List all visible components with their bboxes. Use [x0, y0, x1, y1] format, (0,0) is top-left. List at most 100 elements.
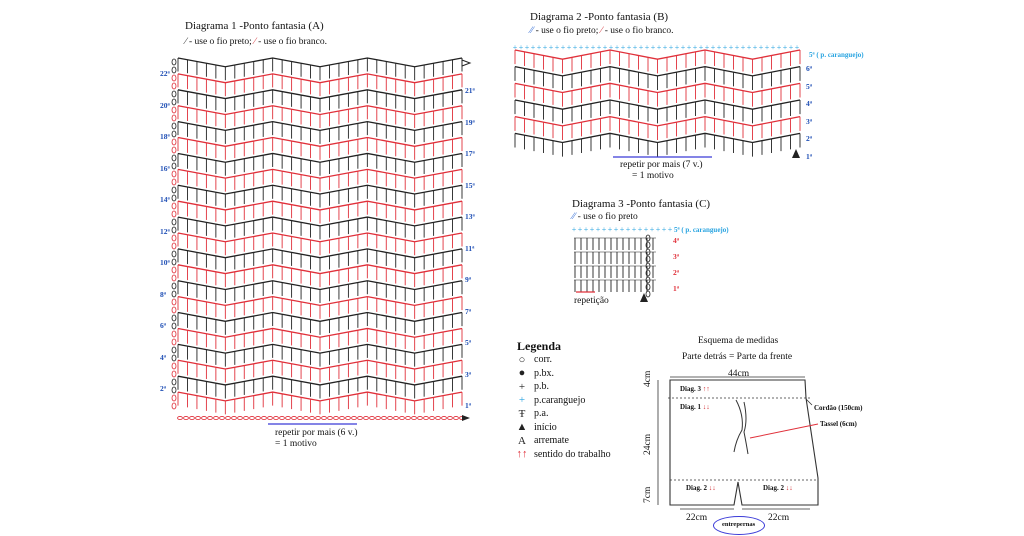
- schema-diag2-left: Diag. 2 ↓↓: [686, 484, 716, 492]
- legend-label: corr.: [534, 354, 553, 366]
- start-arrow-icon: [640, 293, 648, 302]
- chain-stitch: [171, 314, 177, 322]
- chain-stitch: [171, 130, 177, 138]
- legend-item: ▲início: [510, 421, 611, 435]
- legend-symbol-icon: +: [518, 394, 526, 407]
- chain-stitch: [405, 415, 411, 421]
- row-number: 19ª: [465, 117, 475, 127]
- row-number: 9ª: [465, 275, 471, 284]
- chain-stitch: [309, 415, 315, 421]
- row-number: 4ª: [806, 99, 812, 108]
- row-number: 7ª: [465, 306, 471, 316]
- legend-label: p.caranguejo: [534, 394, 586, 406]
- chain-stitch: [171, 162, 177, 170]
- row-number: 3ª: [806, 116, 812, 126]
- legend-symbol-icon: ↑↑: [516, 448, 528, 461]
- legend-label: p.bx.: [534, 367, 554, 379]
- diagram-a-title: Diagrama 1 -Ponto fantasia (A): [185, 20, 324, 32]
- tassel-leader: [749, 423, 819, 439]
- chain-stitch: [279, 415, 285, 421]
- chain-stitch: [393, 415, 399, 421]
- chain-stitch: [171, 330, 177, 338]
- chain-stitch: [171, 394, 177, 402]
- row-number: 10ª: [160, 258, 170, 267]
- chain-stitch: [363, 415, 369, 421]
- chain-stitch: [645, 276, 651, 284]
- chain-stitch: [189, 415, 195, 421]
- white-yarn-label: - use o fio branco.: [604, 26, 674, 36]
- crab-stitch: +: [608, 225, 613, 234]
- chain-stitch: [399, 415, 405, 421]
- row-number: 8ª: [160, 289, 166, 299]
- chain-stitch: [441, 415, 447, 421]
- crab-stitch: +: [651, 43, 656, 52]
- black-yarn-label: - use o fio preto: [577, 212, 638, 222]
- diagram-b-chart: ++++++++++++++++++++++++++++++++++++++++…: [513, 43, 801, 158]
- crab-stitch: +: [644, 225, 649, 234]
- schema-diag2-right: Diag. 2 ↓↓: [763, 484, 793, 492]
- chain-stitch: [171, 258, 177, 266]
- chain-stitch: [171, 66, 177, 74]
- schema-bottom-left: 22cm: [686, 513, 708, 523]
- chain-stitch: [171, 282, 177, 290]
- chain-stitch: [171, 194, 177, 202]
- crab-stitch: +: [590, 225, 595, 234]
- chain-stitch: [225, 415, 231, 421]
- crab-stitch: +: [771, 43, 776, 52]
- chain-stitch: [417, 415, 423, 421]
- chain-stitch: [645, 248, 651, 256]
- crab-stitch: +: [663, 43, 668, 52]
- crab-stitch: +: [693, 43, 698, 52]
- row-number: 17ª: [465, 149, 475, 158]
- crab-stitch: +: [579, 43, 584, 52]
- schema-crotch-label: entrepernas: [722, 521, 756, 528]
- schema-diag1: Diag. 1 ↓↓: [680, 403, 710, 411]
- crab-stitch: +: [543, 43, 548, 52]
- chain-stitch: [387, 415, 393, 421]
- chain-stitch: [645, 290, 651, 298]
- legend-symbol-icon: +: [518, 380, 526, 393]
- legend-item: ○ corr.: [510, 353, 611, 367]
- crab-stitch: +: [602, 225, 607, 234]
- crab-stitch: +: [585, 43, 590, 52]
- crab-stitch: +: [621, 43, 626, 52]
- crab-stitch: +: [759, 43, 764, 52]
- row-number: 3ª: [673, 252, 679, 261]
- legend-label: sentido do trabalho: [534, 448, 611, 460]
- chain-stitch: [195, 415, 201, 421]
- row-number: 4ª: [160, 352, 166, 362]
- chain-stitch: [171, 266, 177, 274]
- red-yarn-icon: ⁄: [600, 26, 603, 36]
- chain-stitch: [237, 415, 243, 421]
- finish-arrow-icon: [461, 59, 472, 67]
- row-number: 20ª: [160, 100, 170, 110]
- row-number: 6ª: [160, 321, 166, 330]
- chain-stitch: [171, 234, 177, 242]
- legend-symbol-icon: Ŧ: [518, 407, 526, 420]
- chain-stitch: [273, 415, 279, 421]
- crab-stitch: +: [656, 225, 661, 234]
- crab-stitch: +: [789, 43, 794, 52]
- crab-stitch: +: [687, 43, 692, 52]
- legend-symbol-icon: A: [518, 434, 526, 447]
- chain-stitch: [357, 415, 363, 421]
- legend-symbol-icon: ○: [518, 353, 526, 366]
- chain-stitch: [171, 138, 177, 146]
- crab-stitch: +: [645, 43, 650, 52]
- row-number: 21ª: [465, 86, 475, 95]
- crab-stitch: +: [531, 43, 536, 52]
- crab-stitch: +: [699, 43, 704, 52]
- chain-stitch: [171, 74, 177, 82]
- chain-stitch: [171, 122, 177, 130]
- legend-label: p.a.: [534, 408, 549, 420]
- chain-stitch: [171, 306, 177, 314]
- diagram-b-yarn-legend: ⁄⁄ - use o fio preto; ⁄ - use o fio bran…: [530, 26, 674, 36]
- crab-stitch: +: [639, 43, 644, 52]
- chain-stitch: [171, 90, 177, 98]
- crab-stitch: +: [513, 43, 518, 52]
- crab-stitch: +: [711, 43, 716, 52]
- chain-stitch: [171, 82, 177, 90]
- start-arrow-icon: [462, 415, 470, 421]
